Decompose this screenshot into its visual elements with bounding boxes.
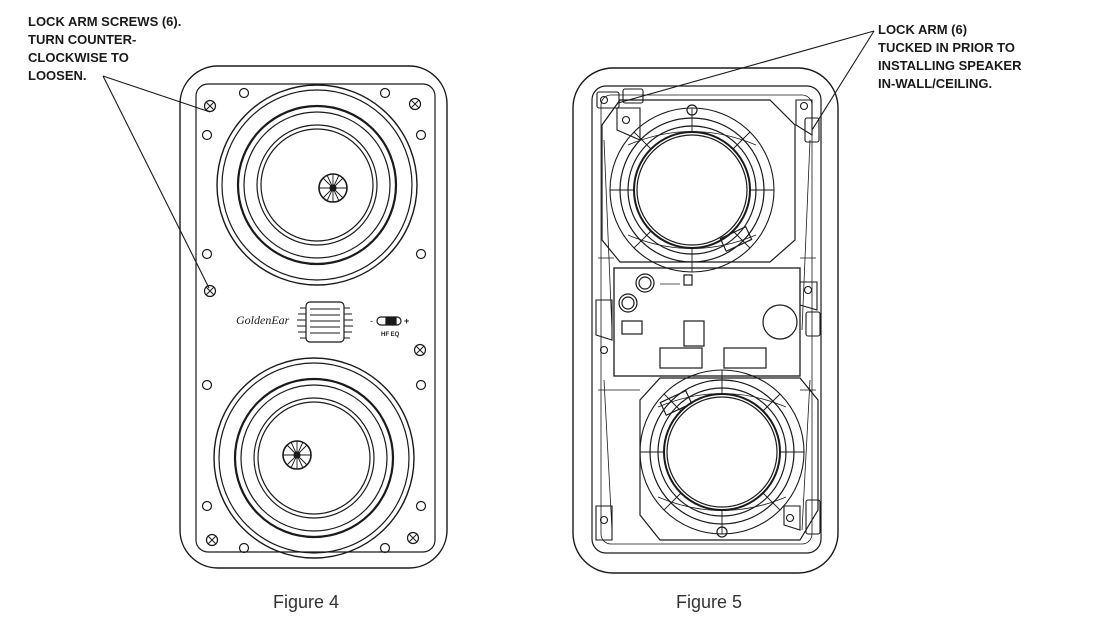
frame-ribs (598, 139, 816, 531)
lock-arm-screws-leaders (102, 75, 211, 289)
callout-line: IN-WALL/CEILING. (878, 76, 993, 91)
callout-line: TUCKED IN PRIOR TO (878, 40, 1015, 55)
callout-line: LOCK ARM SCREWS (6). (28, 14, 182, 29)
callout-line: TURN COUNTER- (28, 32, 137, 47)
rear-outer-bezel (572, 67, 839, 574)
lower-driver (213, 357, 415, 559)
hf-eq-label: HF EQ (381, 332, 400, 338)
callout-line: INSTALLING SPEAKER (878, 58, 1022, 73)
crossover-board (613, 267, 801, 377)
mounting-holes (201, 87, 427, 554)
callout-line: LOCK ARM (6) (878, 22, 968, 37)
brand-logo: GoldenEar (236, 313, 290, 327)
speaker-baffle (195, 83, 436, 553)
lock-arm-leaders (617, 30, 875, 131)
rear-frame (591, 85, 822, 554)
hf-eq-switch (376, 316, 402, 326)
upper-tweeter (318, 173, 348, 203)
figure5-speaker-rear (572, 67, 839, 574)
lock-arm-screw-icons (203, 97, 427, 547)
lock-arm-callout: LOCK ARM (6) TUCKED IN PRIOR TO INSTALLI… (878, 21, 1022, 93)
upper-driver (216, 84, 418, 286)
lock-arm-screws-callout: LOCK ARM SCREWS (6). TURN COUNTER- CLOCK… (28, 13, 181, 85)
lock-arm-icons (595, 88, 821, 541)
figure-5-caption: Figure 5 (676, 592, 743, 612)
hf-eq-minus: - (370, 316, 373, 326)
center-vent (297, 301, 353, 343)
lower-tweeter (282, 440, 312, 470)
lower-driver-rear (639, 369, 819, 541)
speaker-outer-bezel (179, 65, 448, 569)
callout-line: LOOSEN. (28, 68, 87, 83)
figure4-speaker-front (179, 65, 448, 569)
figure-4-caption: Figure 4 (273, 592, 340, 612)
callout-line: CLOCKWISE TO (28, 50, 129, 65)
upper-driver-rear (601, 99, 796, 273)
hf-eq-plus: + (404, 316, 409, 326)
